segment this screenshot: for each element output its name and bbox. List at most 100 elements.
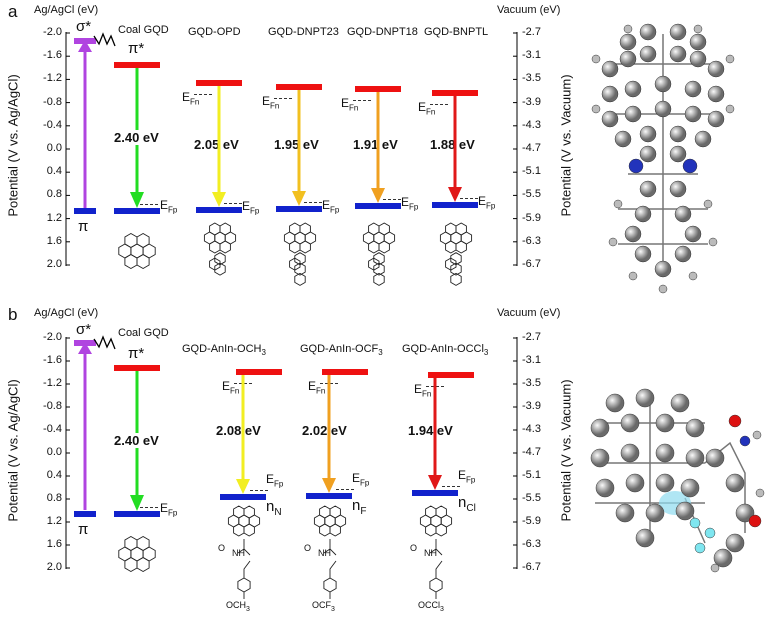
carbon-atom xyxy=(713,548,733,568)
right-tick-label: -4.7 xyxy=(522,142,541,154)
zigzag xyxy=(93,335,116,350)
molecule-structure xyxy=(313,505,347,599)
ring xyxy=(219,222,231,236)
carbon-atom xyxy=(685,448,705,468)
molecule-structure xyxy=(227,505,261,599)
efn-label: EFn xyxy=(222,379,240,396)
hydrogen-atom xyxy=(688,271,698,281)
right-tick-label: -3.1 xyxy=(522,354,541,366)
n-label: nN xyxy=(266,498,282,518)
pi-level xyxy=(74,511,96,517)
lumo-level xyxy=(322,369,368,375)
nh-label: NH xyxy=(424,548,437,558)
homo-level xyxy=(276,206,322,212)
ring xyxy=(368,222,380,236)
phenyl-ring xyxy=(429,577,443,593)
carbon-atom xyxy=(707,85,725,103)
carbon-atom xyxy=(680,478,700,498)
carbon-atom xyxy=(707,110,725,128)
ring xyxy=(435,505,447,519)
right-tick-label: -5.5 xyxy=(522,492,541,504)
axes-frame xyxy=(65,32,518,266)
carbon-atom xyxy=(655,443,675,463)
efp-dash xyxy=(383,199,401,200)
ring xyxy=(368,257,380,271)
hydrogen-atom xyxy=(623,24,633,34)
efp-dash xyxy=(304,202,322,203)
gap-value: 2.08 eV xyxy=(216,423,261,438)
amide-bond xyxy=(323,539,337,599)
left-tick-label: 1.6 xyxy=(46,538,62,550)
right-tick-label: -6.7 xyxy=(522,561,541,573)
left-tick-label: -0.8 xyxy=(43,400,62,412)
right-tick-label: -5.1 xyxy=(522,469,541,481)
carbon-atom xyxy=(639,145,657,163)
carbon-atom xyxy=(674,245,692,263)
axes-frame xyxy=(65,337,518,569)
substituent-label: OCCl3 xyxy=(418,600,444,613)
homo-level xyxy=(220,494,266,500)
fluorine-atom xyxy=(704,527,716,539)
carbon-atom xyxy=(620,443,640,463)
right-tick-label: -3.5 xyxy=(522,377,541,389)
ring xyxy=(136,556,150,573)
left-tick-label: -0.4 xyxy=(43,118,62,131)
carbon-atom xyxy=(634,205,652,223)
carbon-atom xyxy=(624,80,642,98)
nitrogen-atom xyxy=(739,435,751,447)
compound-name: GQD-AnIn-OCCl3 xyxy=(402,343,489,358)
carbon-atom xyxy=(590,418,610,438)
coal-lumo xyxy=(114,365,160,371)
lumo-level xyxy=(428,372,474,378)
bonds xyxy=(595,398,746,544)
carbon-atom xyxy=(635,528,655,548)
n-label: nF xyxy=(352,497,367,517)
efn-label: EFn xyxy=(341,96,359,113)
o-label: O xyxy=(304,543,312,553)
left-tick-label: -1.6 xyxy=(43,354,62,366)
carbon-atom xyxy=(639,180,657,198)
carbon-atom xyxy=(614,130,632,148)
pi-level xyxy=(74,208,96,214)
carbon-atom xyxy=(707,60,725,78)
efp-dash xyxy=(336,489,354,490)
gap-arrow xyxy=(236,375,250,494)
ring xyxy=(136,253,150,270)
nh-label: NH xyxy=(318,548,331,558)
fluorine-atom xyxy=(689,517,701,529)
right-tick-label: -6.3 xyxy=(522,538,541,550)
efp-dash xyxy=(442,486,460,487)
ring xyxy=(294,272,306,286)
panel-a: a Ag/AgCl (eV) Vacuum (eV) Potential (V … xyxy=(0,0,777,303)
gap-arrow xyxy=(292,90,306,206)
hydrogen-atom xyxy=(693,24,703,34)
ring xyxy=(299,222,311,236)
carbon-atom xyxy=(625,473,645,493)
coal-name: Coal GQD xyxy=(118,24,169,36)
efn-label: EFn xyxy=(182,90,200,107)
carbon-atom xyxy=(685,418,705,438)
gap-value: 1.94 eV xyxy=(408,423,453,438)
hydrogen-atom xyxy=(608,237,618,247)
oxygen-atom xyxy=(728,414,742,428)
left-tick-label: 0.8 xyxy=(46,492,62,504)
o-label: O xyxy=(218,543,226,553)
right-tick-label: -3.9 xyxy=(522,95,541,108)
ring xyxy=(455,222,467,236)
amide-bond xyxy=(237,539,251,599)
carbon-atom xyxy=(705,448,725,468)
carbon-atom xyxy=(601,60,619,78)
ring xyxy=(209,257,221,271)
gap-value: 2.02 eV xyxy=(302,423,347,438)
gap-arrow xyxy=(212,86,226,207)
ring xyxy=(124,535,138,552)
left-tick-label: 0.4 xyxy=(46,469,62,481)
coronene-structure xyxy=(118,535,156,573)
carbon-atom xyxy=(635,388,655,408)
molecule-3d-model-a xyxy=(591,23,735,294)
coronene-structure xyxy=(118,232,156,270)
coal-gap: 2.40 eV xyxy=(114,130,159,145)
hydrogen-atom xyxy=(725,104,735,114)
efn-dash xyxy=(430,104,448,105)
left-tick-label: 0.0 xyxy=(46,142,62,154)
